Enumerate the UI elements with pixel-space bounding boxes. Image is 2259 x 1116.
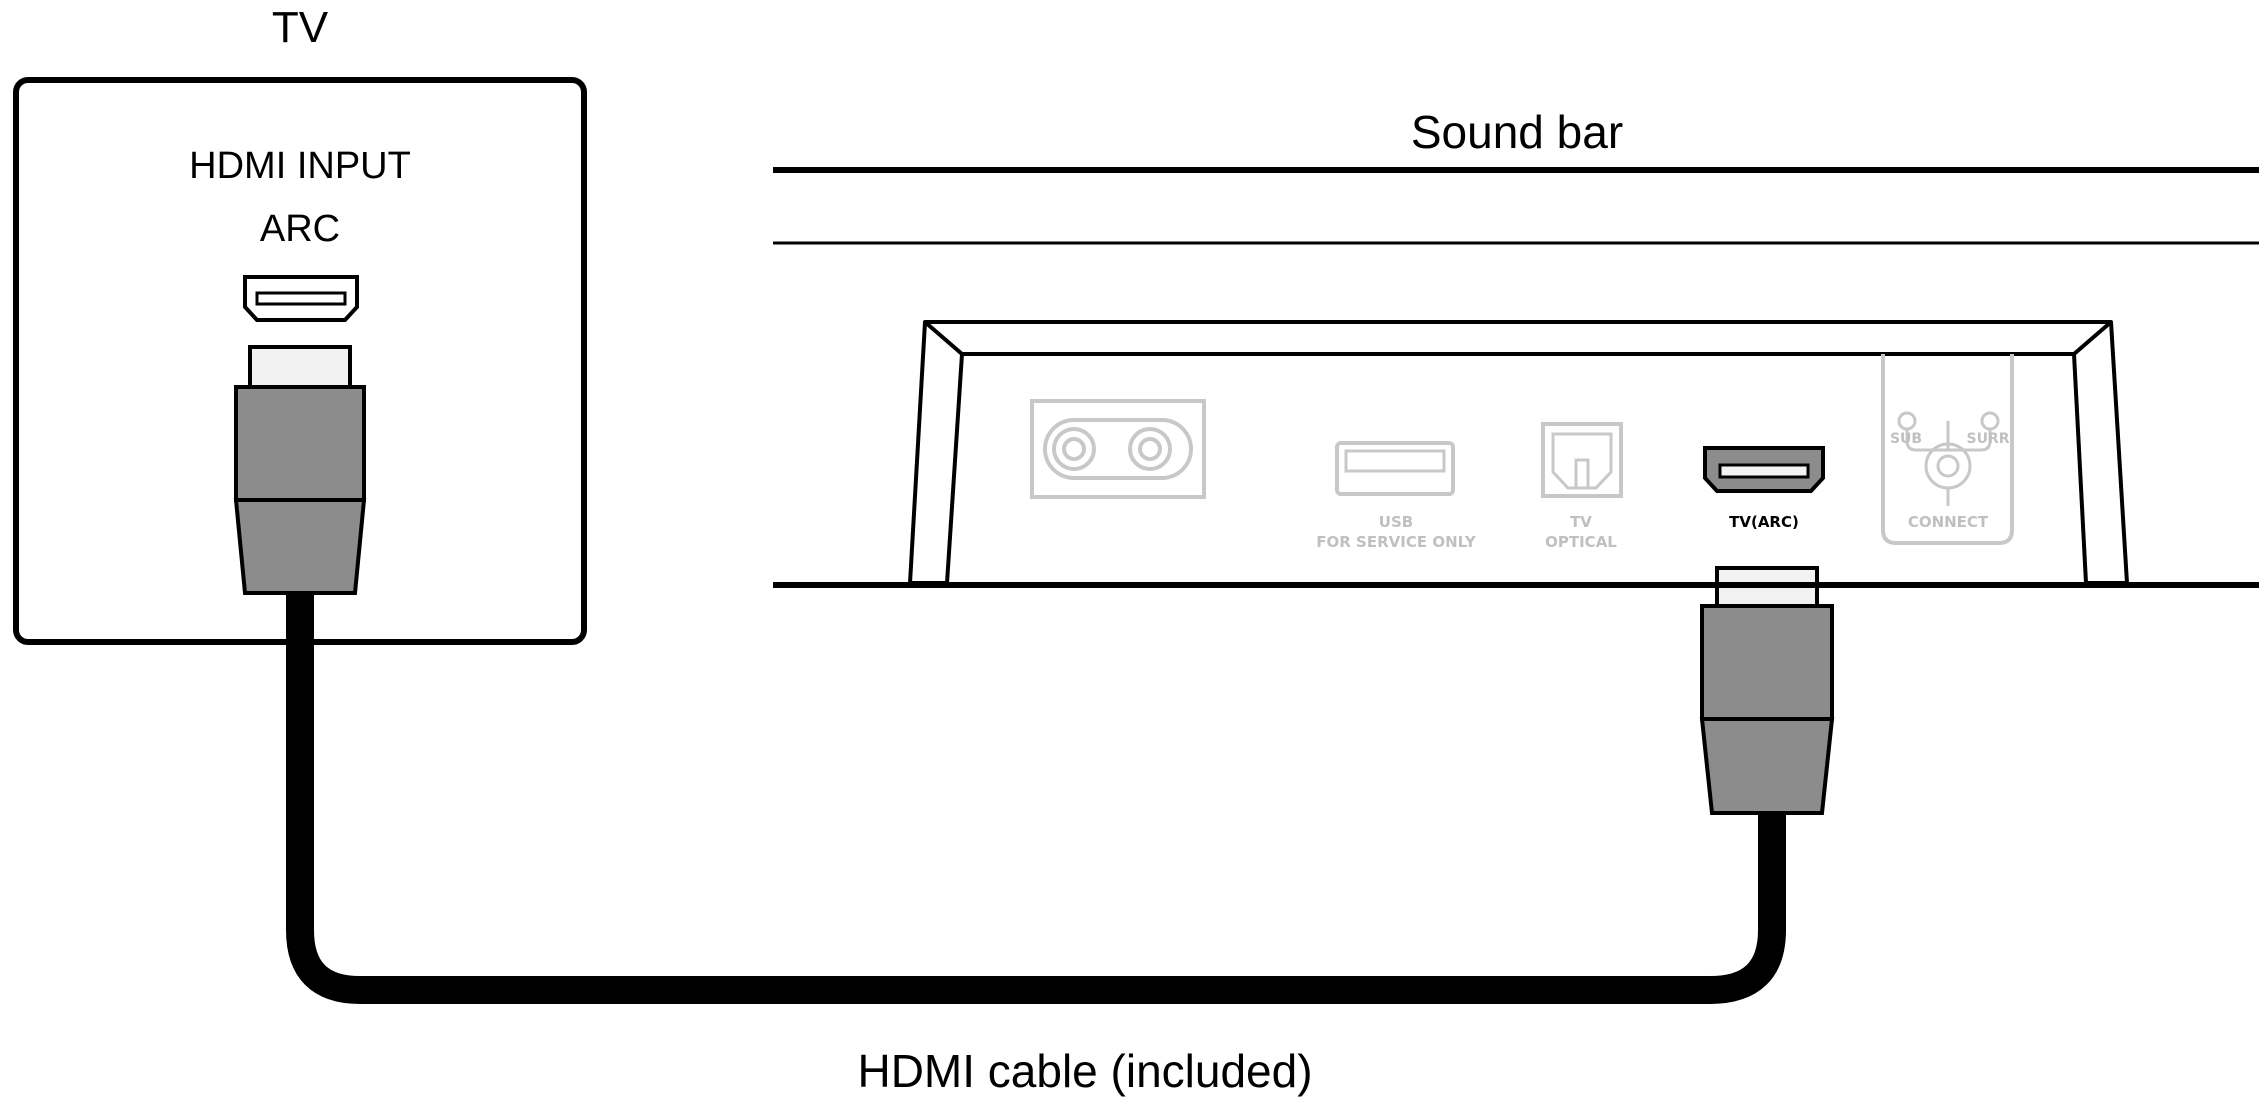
tv-title: TV — [272, 3, 329, 52]
optical-port-sublabel: OPTICAL — [1545, 533, 1617, 551]
connect-label: CONNECT — [1908, 513, 1989, 531]
usb-port-sublabel: FOR SERVICE ONLY — [1316, 533, 1477, 551]
hdmi-arc-port-icon — [1703, 446, 1825, 493]
usb-port-icon — [1335, 441, 1455, 496]
soundbar-panel: Sound bar USB FOR SERVICE ONLY — [773, 106, 2259, 588]
soundbar-side-plug-icon — [1699, 566, 1835, 815]
tv-side-plug-icon — [233, 345, 367, 595]
optical-port-label: TV — [1570, 513, 1592, 531]
tv-hdmi-port-icon — [243, 275, 359, 322]
surr-label: SURR — [1966, 431, 2009, 447]
tv-port-label-hdmi-input: HDMI INPUT — [189, 145, 411, 187]
cable-label: HDMI cable (included) — [857, 1045, 1312, 1097]
hdmi-cable: HDMI cable (included) — [233, 345, 1835, 1097]
usb-port-label: USB — [1379, 513, 1413, 531]
sub-label: SUB — [1890, 431, 1922, 447]
tv-port-label-arc: ARC — [260, 208, 340, 250]
power-port-icon — [1030, 399, 1206, 499]
hdmi-cable-wire — [286, 590, 1786, 1004]
hdmi-arc-port-label: TV(ARC) — [1729, 513, 1799, 531]
optical-port-icon — [1541, 422, 1623, 498]
soundbar-title: Sound bar — [1411, 106, 1623, 158]
connect-port-icon — [1881, 354, 2014, 545]
